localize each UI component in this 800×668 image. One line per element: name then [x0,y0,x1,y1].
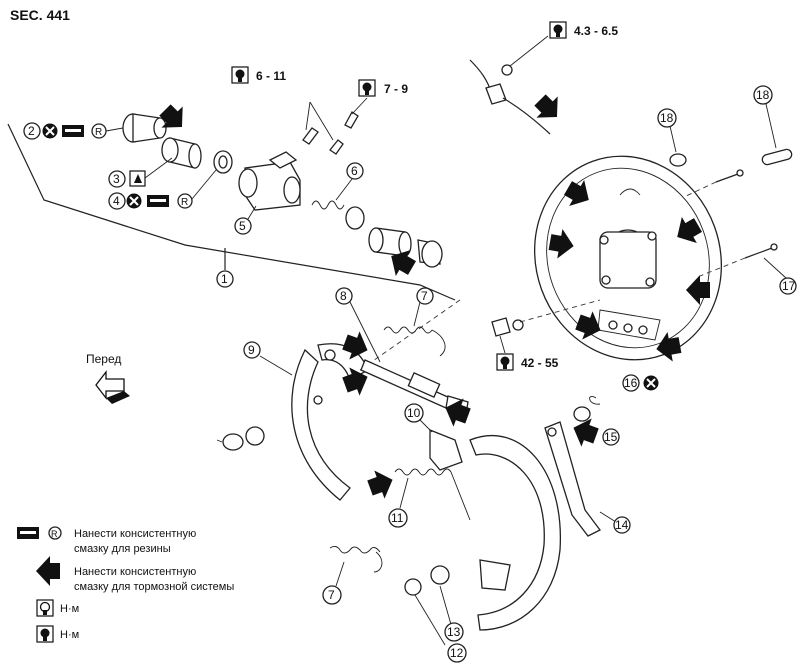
svg-text:7: 7 [328,588,335,602]
callout-10: 10 [404,403,424,423]
legend-brake-line2: смазку для тормозной системы [74,581,234,593]
svg-text:11: 11 [391,511,404,525]
torque-value-bleeder: 6 - 11 [256,69,286,83]
svg-text:2: 2 [28,124,35,138]
hold-down-cup-left [216,426,265,451]
hold-down-pins [685,169,787,279]
callout-6: 6 [346,162,364,180]
callout-15: 15 [602,428,620,446]
adjuster [349,301,469,415]
svg-text:15: 15 [604,430,618,444]
legend-torque-a: Н·м [60,603,79,615]
rubber-grease-icon [17,527,39,539]
torque-value-bolt: 42 - 55 [521,356,559,370]
torque-value-hose: 4.3 - 6.5 [574,24,618,38]
callout-7b: 7 [322,585,342,605]
lower-spring [329,545,383,587]
svg-text:7: 7 [421,289,428,303]
rubber-grease-icon [62,125,84,137]
replace-x-icon [642,374,660,392]
r-mark: R [95,127,102,138]
adjuster-lever [417,417,463,471]
callout-3: 3 [108,170,126,188]
svg-text:18: 18 [756,88,770,102]
svg-text:9: 9 [248,343,255,357]
section-label: SEC. 441 [10,7,70,23]
brake-hose [469,59,551,135]
callout-17: 17 [779,277,797,295]
callout-18b: 18 [753,85,773,105]
legend: R Нанести консистентную смазку для резин… [17,526,234,643]
parking-brake-lever [544,421,617,537]
svg-text:17: 17 [782,279,796,293]
plug [669,103,793,167]
callout-7: 7 [416,287,434,305]
r-mark: R [51,529,58,539]
grease-arrow-icon [529,89,568,128]
callout-5: 5 [234,217,252,235]
callout-16: 16 [622,374,640,392]
replace-x-icon [125,192,143,210]
svg-text:18: 18 [660,111,674,125]
svg-text:4: 4 [113,194,120,208]
grease-arrow-icon [364,465,398,503]
callout-14: 14 [613,516,631,534]
r-mark: R [181,197,188,208]
brake-shoe-right [469,434,561,631]
front-direction-arrow-icon [95,370,130,404]
svg-text:6: 6 [351,164,358,178]
callout-18: 18 [657,108,677,128]
torque-wrench-icon [496,353,514,371]
torque-outline-icon [36,599,54,617]
hold-down-cup-lower [404,565,453,646]
svg-text:13: 13 [447,625,461,639]
wheel-cylinder-group [7,97,456,301]
svg-text:8: 8 [340,289,347,303]
legend-rubber-line2: смазку для резины [74,543,171,555]
callout-2: 2 [23,122,41,140]
torque-value-screw: 7 - 9 [384,82,408,96]
backing-plate [533,155,723,361]
legend-rubber-line1: Нанести консистентную [74,528,196,540]
callout-8: 8 [335,287,353,305]
svg-text:12: 12 [450,646,464,660]
svg-text:3: 3 [113,172,120,186]
torque-wrench-icon [231,66,249,84]
front-label: Перед [86,352,121,366]
replace-x-icon [41,122,59,140]
upper-return-spring [383,301,446,357]
legend-torque-b: Н·м [60,629,79,641]
torque-wrench-icon [549,21,567,39]
callout-13: 13 [444,622,464,642]
callout-4: 4 [108,192,126,210]
callout-11: 11 [388,508,408,528]
lower-return-spring [394,468,471,521]
callout-1: 1 [216,270,234,288]
torque-wrench-icon [358,79,376,97]
legend-brake-line1: Нанести консистентную [74,566,196,578]
svg-text:5: 5 [239,219,246,233]
torque-wrench-icon [36,625,54,643]
callout-12: 12 [447,643,467,663]
rubber-grease-icon [147,195,169,207]
svg-text:10: 10 [407,406,421,420]
svg-text:14: 14 [615,518,629,532]
svg-text:16: 16 [624,376,638,390]
brake-grease-arrow-icon [36,556,60,586]
svg-text:1: 1 [221,272,228,286]
callout-9: 9 [243,341,261,359]
